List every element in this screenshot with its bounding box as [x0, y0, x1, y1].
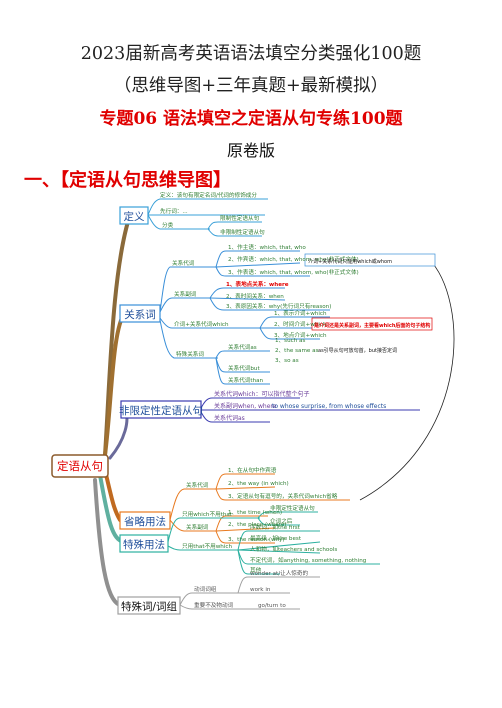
omission-items: 关系代词 1、在从句中作宾语 2、the way (in which) 3、定语… [186, 466, 338, 543]
definition-item: 分类 [162, 221, 174, 229]
phrases-items: 动词词组 wonder at/让人惊奇的 work in 重要不及物动词 go/… [194, 569, 308, 609]
special-label: 特殊用法 [123, 538, 165, 551]
relative-label: 关系词 [124, 308, 156, 321]
section-heading: 一、【定语从句思维导图】 [24, 170, 231, 191]
relative-pronoun-item: 3、作表语：which, that, whom, who(非正式文体) [228, 268, 359, 276]
root-label: 定语从句 [57, 459, 103, 473]
relative-special-item: 1、such as [275, 338, 305, 344]
branch-definition: 定义 [119, 206, 149, 225]
omission-adv-item: 1、the time (when) [228, 510, 282, 516]
branch-phrases: 特殊词/词组 [117, 596, 181, 615]
relative-adverb-label: 关系副词 [174, 290, 197, 298]
relative-prep-item: 3、地点介词+which [274, 331, 327, 339]
phrases-example: wonder at/让人惊奇的 [250, 569, 308, 577]
branch-nonrestrictive: 非限定性定语从句 [119, 400, 203, 419]
definition-item: 先行词：... [160, 207, 188, 215]
phrases-label: 特殊词/词组 [121, 600, 178, 613]
version-label: 原卷版 [226, 141, 275, 160]
relative-items: 关系代词 1、作主语：which, that, who 2、作宾语：which,… [172, 243, 430, 384]
nonrestrictive-item: 关系代词which：可以指代整个句子 [214, 390, 309, 398]
omission-pron-item: 2、the way (in which) [228, 481, 289, 487]
nonrestrictive-label: 非限定性定语从句 [119, 404, 203, 417]
special-items: 只用which不用that 非限定性定语从句 介词之后 只用that不用whic… [182, 504, 367, 574]
special-that-item: 不定代词，如anything, something, nothing [250, 556, 367, 564]
definition-item: 非限制性定语从句 [220, 228, 265, 236]
branch-relative: 关系词 [119, 304, 161, 323]
relative-special-sub2: 关系代词but [228, 364, 260, 372]
special-that-item: 其他 [250, 566, 262, 574]
omission-adv-label: 关系副词 [186, 523, 209, 531]
branch-omission: 省略用法 [119, 511, 171, 530]
definition-item: 限制性定语从句 [220, 214, 260, 222]
phrases-example: go/turn to [258, 603, 286, 609]
topic-title: 专题06 语法填空之定语从句专练100题 [99, 109, 403, 129]
definition-item: 定义：该句有限定名词/代词的修饰成分 [160, 191, 257, 199]
relative-pronoun-item: 2、作宾语：which, that, whom, who(非正式文体) [228, 255, 359, 263]
special-note: as引导从句可放句首，but接否定词 [318, 347, 397, 354]
relative-special-sub1: 关系代词as [228, 343, 257, 351]
pronoun-note-box [304, 253, 436, 267]
document-title-line1: 2023届新高考英语语法填空分类强化100题 [80, 44, 422, 64]
relative-pronoun-item: 1、作主语：which, that, who [228, 243, 306, 251]
branch-special: 特殊用法 [119, 534, 169, 553]
omission-pron-item: 3、定语从句有逗号的，关系代词which省略 [228, 492, 338, 500]
pronoun-note: 介词+关系代词只能用which或whom [308, 258, 392, 265]
special-that-item: 人和物，如teachers and schools [250, 545, 337, 553]
relative-special-sub3: 关系代词than [228, 376, 264, 384]
prep-note: 是介词还是关系副词，主要看which后面的句子结构 [313, 322, 430, 329]
special-that-item: 序数词，如the first [250, 523, 301, 531]
relative-adverb-emph: 1、表地点关系：where [226, 280, 289, 288]
phrases-item: 动词词组 [194, 585, 217, 593]
relative-special-label: 特殊关系词 [176, 350, 204, 358]
relative-prep-item: 1、表示介词+which [274, 309, 327, 317]
omission-label: 省略用法 [124, 515, 166, 528]
special-which-item: 介词之后 [270, 517, 293, 525]
omission-adv-item: 2、the place (where) [228, 522, 286, 528]
omission-pron-item: 1、在从句中作宾语 [228, 466, 277, 474]
omission-pron-label: 关系代词 [186, 481, 209, 489]
relative-prep-label: 介词+关系代词which [174, 320, 229, 328]
relative-special-item: 2、the same as [275, 348, 319, 354]
relative-pronoun-label: 关系代词 [172, 259, 195, 267]
relative-special-item: 3、so as [275, 358, 299, 364]
definition-label: 定义 [124, 210, 145, 223]
omission-adv-item: 3、the reason (why) [228, 537, 285, 543]
root-node: 定语从句 [51, 454, 109, 478]
nonrestrictive-item: 关系代词as [214, 414, 245, 422]
special-which-label: 只用which不用that [182, 511, 233, 518]
relative-adverb-item: 3、表原因关系：why(先行词只有reason) [226, 302, 331, 310]
phrases-item: 重要不及物动词 [194, 601, 234, 609]
prep-note-box [311, 317, 433, 331]
phrases-example: work in [250, 587, 271, 593]
nonrestrictive-items: 关系代词which：可以指代整个句子 关系副词when, where to wh… [214, 390, 386, 422]
mindmap-branch-lines [147, 198, 455, 610]
relative-adverb-item: 2、表时间关系：when [226, 292, 284, 300]
special-which-item: 非限定性定语从句 [270, 504, 315, 512]
definition-items: 定义：该句有限定名词/代词的修饰成分 先行词：... 分类 限制性定语从句 非限… [160, 191, 265, 236]
nonrestrictive-item: 关系副词when, where [214, 402, 277, 410]
relative-prep-item: 2、时间介词+which [274, 320, 327, 328]
document-title-line2: （思维导图+三年真题+最新模拟） [113, 76, 389, 96]
special-that-item: 最高级，如the best [250, 534, 302, 542]
special-that-label: 只用that不用which [182, 543, 232, 550]
nonrestrictive-phrase: to whose surprise, from whose effects [272, 403, 386, 410]
